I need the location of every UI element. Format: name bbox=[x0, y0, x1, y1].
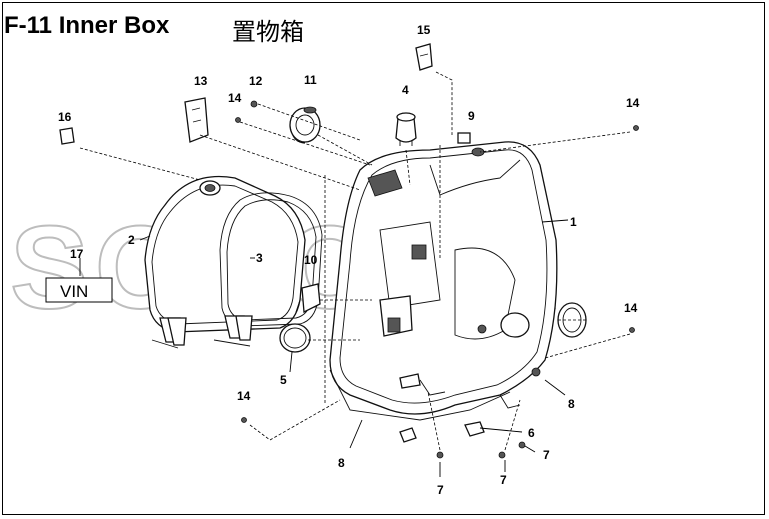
part-15-clip bbox=[415, 43, 433, 71]
callout-14-a: 14 bbox=[228, 91, 242, 105]
callout-12: 12 bbox=[249, 74, 263, 88]
part-4-lamp bbox=[395, 112, 417, 146]
part-1-inner-box bbox=[329, 141, 558, 421]
vin-label: VIN bbox=[60, 282, 88, 301]
part-11-lock bbox=[289, 106, 321, 144]
page-title-chinese: 置物箱 bbox=[232, 18, 304, 46]
callout-4: 4 bbox=[402, 83, 409, 97]
part-3-seal bbox=[213, 192, 323, 347]
callout-11: 11 bbox=[304, 73, 317, 87]
callout-8-a: 8 bbox=[338, 456, 345, 470]
part-10-bracket bbox=[295, 283, 321, 314]
leader-lines bbox=[79, 71, 631, 477]
callout-7-c: 7 bbox=[543, 448, 550, 462]
callout-15: 15 bbox=[417, 23, 431, 37]
callout-10: 10 bbox=[304, 253, 318, 267]
part-13-bracket bbox=[184, 97, 209, 143]
callout-16: 16 bbox=[58, 110, 72, 124]
page-title: F-11 Inner Box bbox=[4, 12, 170, 39]
callout-3: 3 bbox=[256, 251, 263, 265]
part-16-clip bbox=[59, 127, 75, 145]
callout-5: 5 bbox=[280, 373, 287, 387]
callout-17: 17 bbox=[70, 247, 84, 261]
callout-labels: 1 2 3 4 5 6 7 7 7 8 8 9 10 11 12 13 14 1… bbox=[58, 23, 640, 497]
vin-box bbox=[45, 277, 113, 303]
callout-2: 2 bbox=[128, 233, 135, 247]
part-5-cap bbox=[279, 323, 311, 353]
callout-1: 1 bbox=[570, 215, 577, 229]
part-9-block bbox=[457, 132, 471, 144]
callout-14-c: 14 bbox=[624, 301, 638, 315]
callout-8-b: 8 bbox=[568, 397, 575, 411]
callout-14-d: 14 bbox=[237, 389, 251, 403]
screw-group bbox=[235, 100, 639, 459]
callout-7-a: 7 bbox=[437, 483, 444, 497]
callout-14-b: 14 bbox=[626, 96, 640, 110]
callout-13: 13 bbox=[194, 74, 208, 88]
part-cap-right bbox=[557, 302, 587, 338]
callout-7-b: 7 bbox=[500, 473, 507, 487]
callout-6: 6 bbox=[528, 426, 535, 440]
part-2-lid bbox=[144, 175, 306, 349]
callout-9: 9 bbox=[468, 109, 475, 123]
